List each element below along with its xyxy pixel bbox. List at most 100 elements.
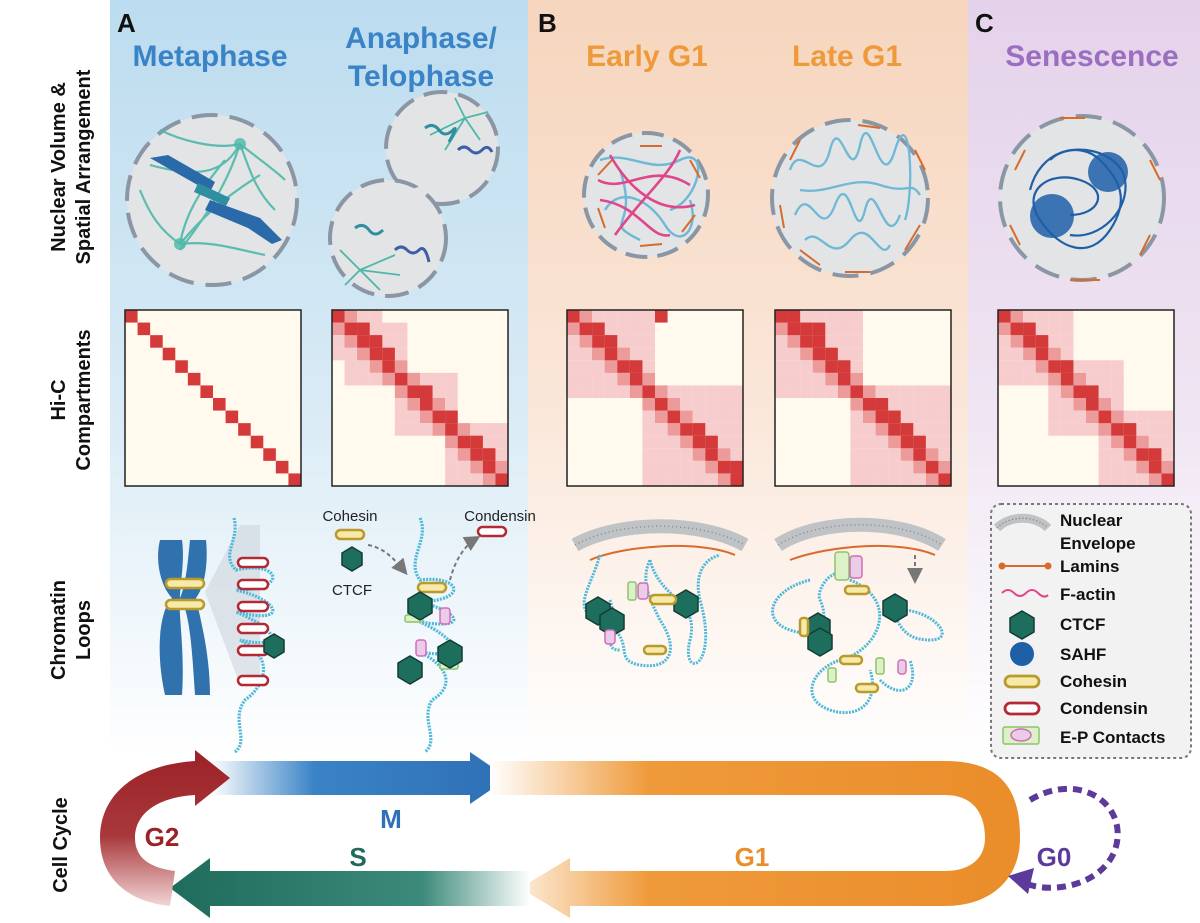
hic-cell <box>900 460 914 474</box>
hic-cell <box>604 360 618 373</box>
hic-diagonal-cell <box>875 410 889 424</box>
hic-cell <box>470 473 483 486</box>
hic-cell <box>775 360 788 373</box>
hic-cell <box>432 423 446 436</box>
hic-cell <box>369 372 383 386</box>
hic-diagonal-cell <box>655 398 668 411</box>
hic-cell <box>730 410 743 424</box>
sahf-icon <box>1010 642 1034 666</box>
hic-cell <box>900 398 914 411</box>
hic-cell <box>888 435 901 449</box>
hic-cell <box>394 398 408 411</box>
hic-cell <box>850 423 863 436</box>
hic-cell <box>1048 410 1061 424</box>
hic-cell <box>787 310 801 323</box>
hic-diagonal-cell <box>837 372 851 386</box>
hic-cell <box>592 360 605 373</box>
hic-cell <box>470 460 483 474</box>
hic-cell <box>730 398 743 411</box>
hic-cell <box>863 385 876 398</box>
hic-diagonal-cell <box>1161 473 1174 486</box>
hic-cell <box>850 322 863 336</box>
hic-cell <box>332 335 345 348</box>
hic-cell <box>837 360 851 373</box>
panel-b-letter: B <box>538 8 557 38</box>
legend-label-cohesin: Cohesin <box>1060 672 1127 691</box>
hic-cell <box>863 448 876 461</box>
hic-cell <box>382 347 395 361</box>
telophase-heading: Telophase <box>348 60 494 93</box>
hic-cell <box>825 372 838 386</box>
hic-cell <box>604 372 618 386</box>
hic-cell <box>1123 423 1137 436</box>
hic-cell <box>925 473 939 486</box>
hic-diagonal-cell <box>275 460 289 474</box>
hic-diagonal-cell <box>357 335 370 348</box>
early-g1-heading: Early G1 <box>586 40 708 73</box>
hic-cell <box>812 310 826 323</box>
legend-label-envelope: Envelope <box>1060 534 1136 553</box>
hic-cell <box>1136 410 1149 424</box>
hic-cell <box>705 435 718 449</box>
hic-diagonal-cell <box>717 460 731 474</box>
hic-cell <box>1048 385 1061 398</box>
hic-cell <box>1098 360 1112 373</box>
hic-cell <box>642 448 655 461</box>
hic-cell <box>1148 473 1162 486</box>
hic-cell <box>850 435 863 449</box>
hic-cell <box>432 398 446 411</box>
hic-cell <box>617 385 630 398</box>
hic-cell <box>717 410 731 424</box>
cohesin-legend-icon <box>1003 674 1041 689</box>
hic-cell <box>925 410 939 424</box>
hic-cell <box>592 347 605 361</box>
hic-cell <box>850 473 863 486</box>
hic-cell <box>655 473 668 486</box>
hic-cell <box>420 385 433 398</box>
hic-cell <box>680 398 693 411</box>
hic-cell <box>394 347 408 361</box>
hic-cell <box>357 360 370 373</box>
hic-cell <box>1073 398 1086 411</box>
hic-cell <box>642 335 655 348</box>
hic-diagonal-cell <box>1111 423 1124 436</box>
hic-cell <box>495 435 508 449</box>
hic-cell <box>730 423 743 436</box>
hic-diagonal-cell <box>825 360 838 373</box>
hic-cell <box>495 448 508 461</box>
hic-cell <box>357 310 370 323</box>
row-label-cycle: Cell Cycle <box>50 797 72 893</box>
hic-cell <box>655 410 668 424</box>
hic-cell <box>705 460 718 474</box>
hic-cell <box>1098 372 1112 386</box>
hic-cell <box>1048 347 1061 361</box>
hic-cell <box>642 398 655 411</box>
hic-diagonal-cell <box>250 435 264 449</box>
hic-cell <box>680 385 693 398</box>
hic-cell <box>1023 360 1036 373</box>
hic-cell <box>420 410 433 424</box>
hic-cell <box>1098 423 1112 436</box>
metaphase-heading: Metaphase <box>132 40 287 73</box>
hic-cell <box>567 372 580 386</box>
hic-cell <box>629 335 643 348</box>
s-phase-arrow <box>170 858 530 918</box>
hic-cell <box>629 360 643 373</box>
hic-cell <box>800 310 813 323</box>
hic-diagonal-cell <box>344 322 358 336</box>
ep-contacts-icon <box>1002 726 1040 745</box>
hic-cell <box>717 423 731 436</box>
hic-cell <box>800 360 813 373</box>
hic-cell <box>1035 335 1049 348</box>
hic-cell <box>913 398 926 411</box>
g2-phase-arrow <box>100 750 230 906</box>
hic-cell <box>1161 435 1174 449</box>
hic-cell <box>357 372 370 386</box>
hic-cell <box>1060 398 1074 411</box>
hic-cell <box>900 385 914 398</box>
hic-diagonal-cell <box>913 448 926 461</box>
hic-cell <box>863 435 876 449</box>
hic-cell <box>705 473 718 486</box>
hic-cell <box>1035 322 1049 336</box>
hic-cell <box>1148 435 1162 449</box>
